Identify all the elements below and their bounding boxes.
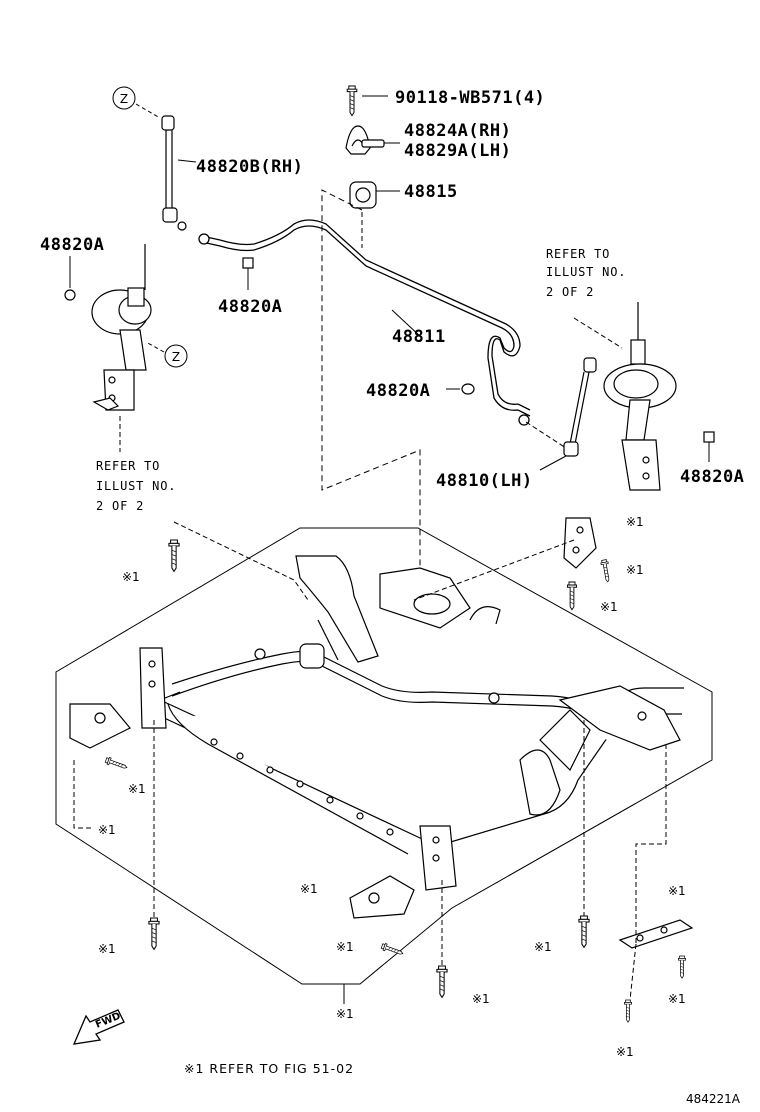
bolt-upper-right-2	[600, 559, 612, 583]
view-z-marker-mid: Z	[145, 341, 188, 368]
svg-text:※1: ※1	[98, 942, 116, 956]
label-nut-left-top: 48820A	[40, 235, 104, 255]
svg-text:2 OF 2: 2 OF 2	[546, 285, 594, 299]
bolt-far-right-low	[624, 999, 632, 1023]
stabilizer-link-rh	[161, 115, 197, 231]
label-nut-center: 48820A	[218, 297, 282, 317]
stabilizer-link-lh	[563, 357, 597, 457]
bolt-top-left	[168, 539, 180, 572]
footnote: ※1 REFER TO FIG 51-02	[184, 1061, 354, 1076]
bolt-bottom-mid	[436, 965, 448, 998]
stabilizer-bar	[198, 219, 531, 426]
front-crossmember	[69, 555, 684, 919]
bolt-left-side	[104, 756, 129, 772]
svg-text:REFER TO: REFER TO	[546, 247, 610, 261]
label-bolt-90118: 90118-WB571(4)	[395, 88, 545, 108]
upper-bracket-right	[563, 517, 597, 569]
svg-text:※1: ※1	[668, 992, 686, 1006]
label-bushing: 48815	[404, 182, 458, 202]
nut-right	[703, 431, 715, 462]
label-nut-right: 48820A	[680, 467, 744, 487]
svg-text:※1: ※1	[122, 570, 140, 584]
front-bracket-right	[618, 919, 694, 949]
refer-note-left: REFER TO ILLUST NO. 2 OF 2	[96, 459, 176, 513]
svg-text:※1: ※1	[98, 823, 116, 837]
svg-text:※1: ※1	[668, 884, 686, 898]
ref-marks: ※1 ※1 ※1 ※1 ※1 ※1 ※1 ※1 ※1 ※1 ※1 ※1 ※1 ※…	[98, 515, 686, 1059]
stabilizer-bracket	[345, 125, 385, 155]
svg-text:※1: ※1	[534, 940, 552, 954]
svg-text:※1: ※1	[626, 563, 644, 577]
strut-assembly-right	[603, 302, 677, 491]
label-link-lh: 48810(LH)	[436, 471, 533, 491]
view-z-marker-top: Z	[112, 86, 161, 119]
svg-text:※1: ※1	[336, 1007, 354, 1021]
label-stabilizer-bar: 48811	[392, 327, 446, 347]
svg-text:REFER TO: REFER TO	[96, 459, 160, 473]
strut-assembly-left	[91, 244, 152, 411]
svg-text:Z: Z	[172, 350, 180, 364]
svg-text:※1: ※1	[600, 600, 618, 614]
refer-note-right: REFER TO ILLUST NO. 2 OF 2	[546, 247, 626, 299]
illustration-number: 484221A	[686, 1092, 741, 1106]
bolt-90118	[346, 85, 358, 117]
stabilizer-bushing	[349, 181, 377, 209]
svg-text:ILLUST NO.: ILLUST NO.	[96, 479, 176, 493]
label-bracket-lh: 48829A(LH)	[404, 141, 511, 161]
svg-text:2 OF 2: 2 OF 2	[96, 499, 144, 513]
bolt-upper-right	[567, 581, 577, 611]
nut-right-mid	[446, 383, 475, 395]
svg-text:※1: ※1	[616, 1045, 634, 1059]
fwd-arrow-icon: FWD	[72, 1009, 125, 1045]
svg-text:ILLUST NO.: ILLUST NO.	[546, 265, 626, 279]
nut-left-top	[64, 256, 76, 301]
nut-center	[242, 257, 254, 290]
svg-text:※1: ※1	[336, 940, 354, 954]
svg-text:Z: Z	[120, 92, 128, 106]
bolt-bottom-left	[148, 917, 160, 950]
bolt-far-right	[678, 955, 686, 979]
label-nut-right-mid: 48820A	[366, 381, 430, 401]
svg-text:※1: ※1	[472, 992, 490, 1006]
label-link-rh: 48820B(RH)	[196, 157, 303, 177]
svg-text:※1: ※1	[128, 782, 146, 796]
svg-text:※1: ※1	[300, 882, 318, 896]
bolt-bottom-center	[380, 942, 405, 958]
svg-text:※1: ※1	[626, 515, 644, 529]
label-bracket-rh: 48824A(RH)	[404, 121, 511, 141]
bolt-bottom-right	[578, 915, 590, 948]
